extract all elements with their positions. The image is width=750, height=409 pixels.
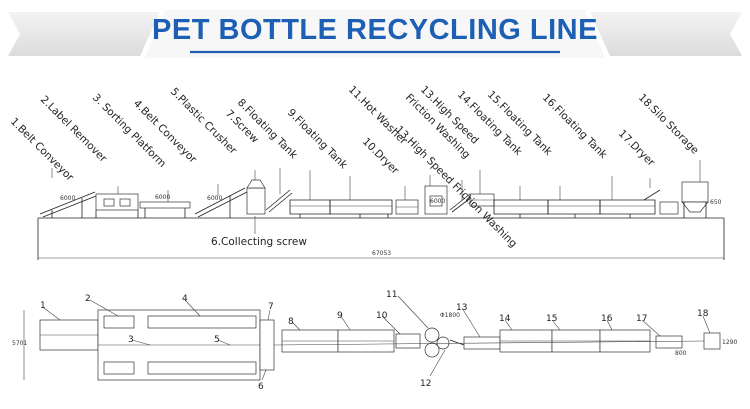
plastic-crusher: [246, 187, 266, 215]
svg-text:6000: 6000: [207, 195, 222, 202]
plan-number-2: 2: [85, 294, 91, 304]
svg-text:650: 650: [710, 199, 722, 206]
leader-lines: [51, 160, 701, 202]
plan-hot-washer-b: [424, 342, 440, 358]
plan-number-13: 13: [456, 303, 467, 313]
plan-number-5: 5: [214, 335, 220, 345]
top-view: 5701 Φ1800 800 1290: [12, 290, 737, 392]
plan-number-4: 4: [182, 294, 188, 304]
plan-hot-washer-a: [424, 327, 440, 343]
floating-tank-8: [289, 199, 331, 215]
dryer-17: [659, 201, 679, 215]
label-dryer-10: 10.Dryer: [360, 136, 402, 178]
screw-12: [449, 193, 471, 211]
screw-7: [265, 189, 291, 211]
plan-silo-storage: [703, 332, 721, 350]
plan-number-7: 7: [268, 302, 274, 312]
plan-number-6: 6: [258, 382, 264, 392]
plan-number-1: 1: [40, 301, 46, 311]
svg-text:6000: 6000: [60, 195, 75, 202]
plan-dryer-17: [655, 335, 683, 349]
plan-number-14: 14: [499, 314, 511, 324]
label-silo-storage: 18.Silo Storage: [636, 92, 701, 157]
label-collecting-screw: 6.Collecting screw: [211, 236, 307, 248]
svg-text:Φ1800: Φ1800: [440, 312, 460, 319]
plan-number-15: 15: [546, 314, 557, 324]
plan-number-16: 16: [601, 314, 613, 324]
plan-dryer-10: [395, 333, 421, 349]
plan-belt-conveyor-4-bottom: [147, 361, 257, 375]
side-view: 67053 6000 6000 6000: [8, 84, 725, 260]
title-banner: PET BOTTLE RECYCLING LINE: [0, 0, 750, 66]
plan-number-18: 18: [697, 309, 709, 319]
svg-text:1290: 1290: [722, 339, 737, 346]
plan-number-9: 9: [337, 311, 343, 321]
plan-number-10: 10: [376, 311, 388, 321]
svg-text:800: 800: [675, 350, 687, 357]
svg-text:6000: 6000: [155, 194, 170, 201]
sorting-platform: [139, 201, 191, 209]
floating-tank-9: [329, 199, 393, 215]
plan-number-3: 3: [128, 335, 134, 345]
svg-text:5701: 5701: [12, 340, 27, 347]
belt-conveyor-4: [194, 187, 246, 215]
label-dryer-17: 17.Dryer: [616, 128, 658, 170]
floating-tank-15: [547, 199, 601, 215]
plan-number-12: 12: [420, 379, 431, 389]
plan-screw-7: [259, 319, 275, 371]
floating-tank-14: [493, 199, 549, 215]
banner-ribbon: [8, 10, 742, 58]
belt-conveyor-1: [39, 191, 96, 215]
overall-length: 67053: [372, 250, 391, 257]
label-remover: [95, 193, 139, 211]
svg-text:6000: 6000: [430, 198, 445, 205]
floating-tank-16: [599, 199, 656, 215]
page-title: PET BOTTLE RECYCLING LINE: [152, 14, 598, 46]
plan-screw-12: [449, 339, 465, 346]
plan-number-11: 11: [386, 290, 397, 300]
plan-number-8: 8: [288, 317, 294, 327]
plan-number-17: 17: [636, 314, 647, 324]
label-floating-tank-9: 9.Floating Tank: [285, 107, 350, 172]
plan-belt-conveyor-4-top: [147, 315, 257, 329]
silo-storage: [681, 181, 709, 203]
